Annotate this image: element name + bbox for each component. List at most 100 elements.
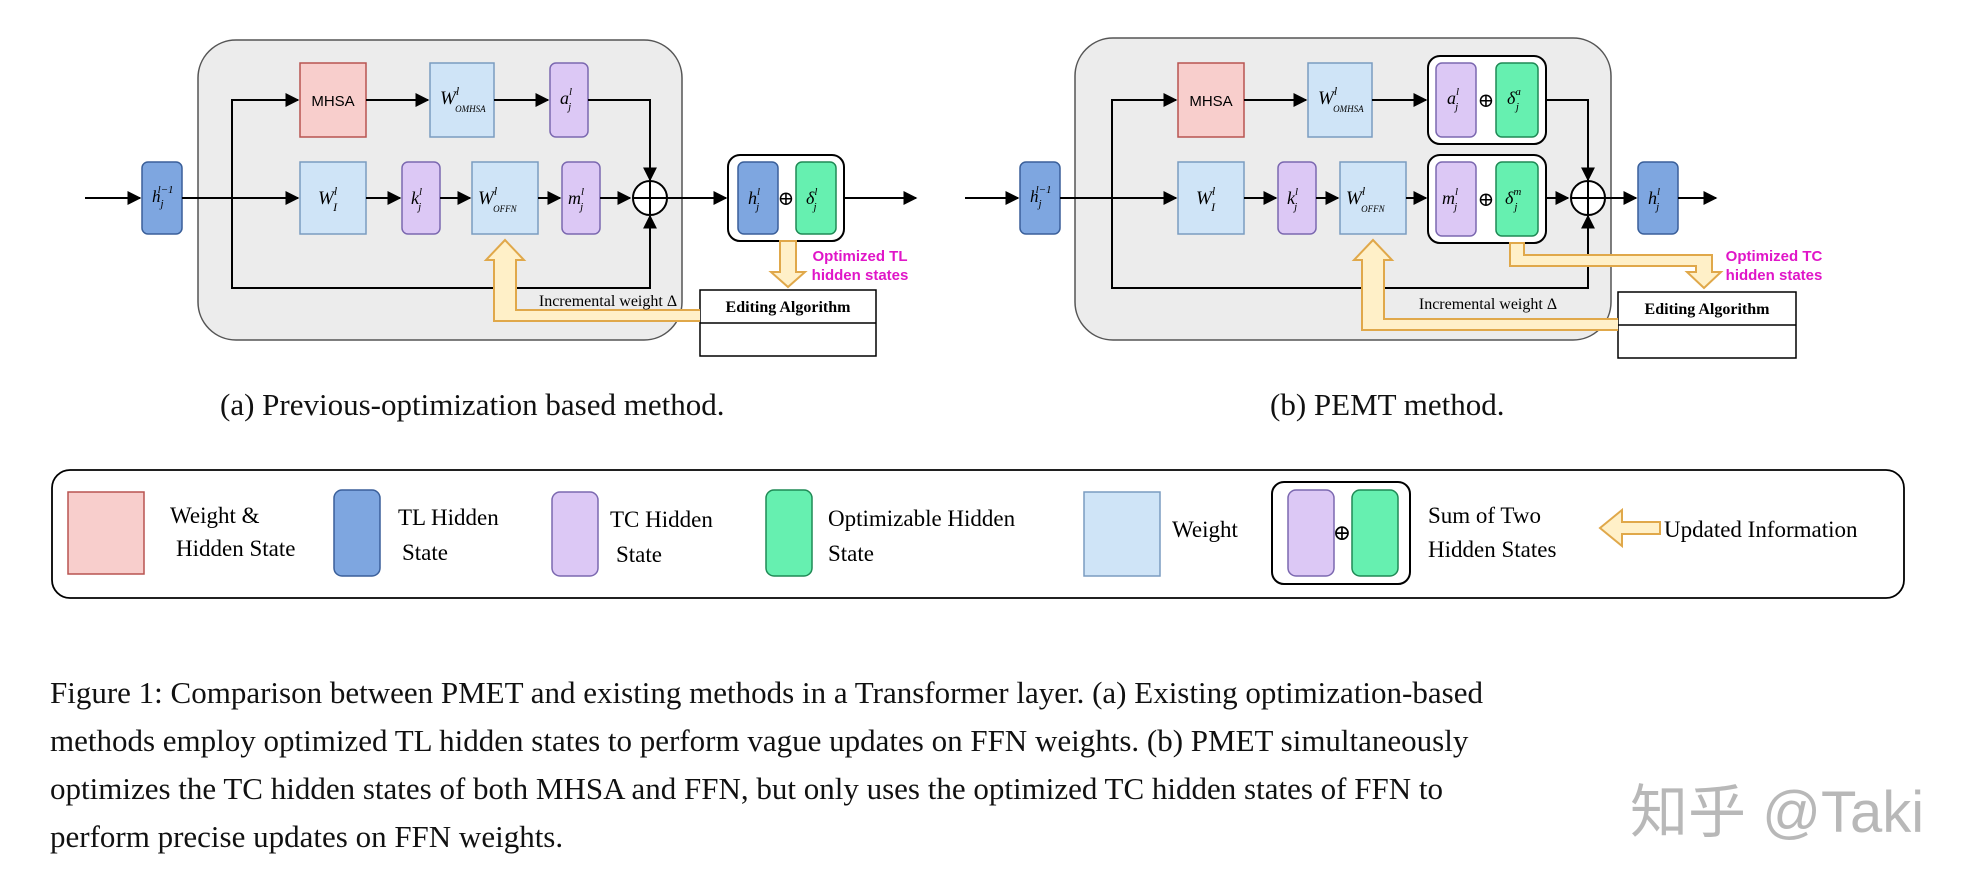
caption-line-2: methods employ optimized TL hidden state… <box>50 723 1469 758</box>
wo-ffn-a-sub: OFFN <box>493 204 517 214</box>
caption-line-4: perform precise updates on FFN weights. <box>50 819 563 854</box>
m-a-sub: j <box>578 201 583 213</box>
incremental-label-b: Incremental weight Δ <box>1419 296 1557 313</box>
output-hidden-state-b <box>1637 161 1679 235</box>
editing-label-a: Editing Algorithm <box>726 299 852 316</box>
optimized-tc-line2: hidden states <box>1726 267 1823 284</box>
delta-a-b-sup: a <box>1515 86 1521 98</box>
legend-swatch-sum-tc <box>1287 489 1335 577</box>
wo-ffn-a-sup: l <box>494 184 498 198</box>
wo-ffn-b-sub: OFFN <box>1361 204 1385 214</box>
wo-mhsa-b-sup: l <box>1334 84 1338 98</box>
hollow-arrow-icon <box>1509 242 1724 290</box>
hollow-arrow-icon <box>768 240 808 289</box>
legend-tc-line2: State <box>616 542 662 567</box>
delta-a-b-main: δ <box>1507 88 1516 108</box>
wo-mhsa-b-sub: OMHSA <box>1333 104 1364 114</box>
legend: Weight & Hidden State TL Hidden State TC… <box>51 469 1905 599</box>
svg-text:alj: alj <box>560 86 572 113</box>
k-b-main: k <box>1287 188 1296 208</box>
k-hidden-state-b <box>1277 161 1317 235</box>
delta-m-b-sub: j <box>1512 201 1517 213</box>
plus-b-bottom: ⊕ <box>1478 189 1495 211</box>
wo-ffn-b-sup: l <box>1362 184 1366 198</box>
m-b-main: m <box>1442 188 1455 208</box>
k-a-sub: j <box>416 201 421 213</box>
svg-text:hlj: hlj <box>1648 186 1660 213</box>
wi-b-main: W <box>1196 188 1214 209</box>
m-b-sub: j <box>1452 201 1457 213</box>
legend-swatch-weight-hidden <box>67 491 145 575</box>
legend-swatch-weight <box>1083 491 1161 577</box>
hollow-arrow-icon <box>1598 507 1661 549</box>
wo-mhsa-a-main: W <box>440 88 458 109</box>
a-b-sub: j <box>1453 101 1458 113</box>
wo-ffn-b-main: W <box>1346 188 1364 209</box>
k-a-sup: l <box>419 186 422 198</box>
delta-m-b-main: δ <box>1505 188 1514 208</box>
wi-a-sup: l <box>334 184 338 198</box>
k-b-sup: l <box>1295 186 1298 198</box>
m-hidden-state-b <box>1435 161 1477 237</box>
svg-text:WlI: WlI <box>1196 184 1216 214</box>
input-a-sub: j <box>159 198 164 210</box>
mhsa-branch-b <box>1111 93 1178 198</box>
editing-label-b: Editing Algorithm <box>1645 301 1771 318</box>
svg-text:hjl−1: hj l−1 <box>152 184 174 210</box>
legend-tc-line1: TC Hidden <box>610 507 713 532</box>
arrow-a3 <box>588 99 657 182</box>
input-b-sub: j <box>1037 198 1042 210</box>
svg-text:hjl−1: hjl−1 <box>1030 184 1052 210</box>
wo-mhsa-a-sup: l <box>456 84 460 98</box>
wo-mhsa-block-b <box>1307 62 1373 138</box>
a-b-main: a <box>1447 88 1456 108</box>
k-a-main: k <box>411 188 420 208</box>
caption-line-1: Figure 1: Comparison between PMET and ex… <box>50 675 1483 710</box>
legend-weight: Weight <box>1172 517 1238 542</box>
a-a-sub: j <box>566 101 571 113</box>
update-arrow-a <box>483 238 700 322</box>
mhsa-block-b <box>1177 62 1245 138</box>
legend-sum-plus: ⊕ <box>1333 520 1351 545</box>
legend-updated: Updated Information <box>1664 517 1858 542</box>
delta-a-state-b <box>1495 62 1539 138</box>
caption-line-3: optimizes the TC hidden states of both M… <box>50 771 1443 806</box>
wi-block-a <box>299 161 367 235</box>
legend-sum-line2: Hidden States <box>1428 537 1556 562</box>
wo-ffn-block-b <box>1339 161 1407 235</box>
svg-text:WlI: WlI <box>318 184 338 214</box>
mhsa-label-b: MHSA <box>1189 93 1232 110</box>
legend-sum-line1: Sum of Two <box>1428 503 1541 528</box>
delta-a-main: δ <box>806 188 815 208</box>
legend-swatch-optimizable <box>765 489 813 577</box>
plus-b-top: ⊕ <box>1478 90 1495 112</box>
out-b-sub: j <box>1654 201 1659 213</box>
legend-opt-line2: State <box>828 541 874 566</box>
legend-tl-line2: State <box>402 540 448 565</box>
input-a-sup: l−1 <box>158 184 174 196</box>
wo-mhsa-b-main: W <box>1318 88 1336 109</box>
input-a-main: h <box>152 187 161 206</box>
residual-line-b <box>1111 198 1595 289</box>
wi-a-main: W <box>318 188 336 209</box>
output-h-a <box>737 161 779 235</box>
wo-ffn-a-main: W <box>478 188 496 209</box>
legend-frame <box>51 469 1905 599</box>
wi-b-sup: l <box>1212 184 1216 198</box>
out-h-a-sup: l <box>757 186 760 198</box>
mhsa-branch-a <box>231 93 300 198</box>
legend-weight-hidden-line1: Weight & <box>170 503 260 528</box>
caption-b: (b) PEMT method. <box>1270 387 1505 422</box>
wo-mhsa-block-a <box>429 62 495 138</box>
delta-a-sub: j <box>811 201 816 213</box>
residual-line-a <box>231 198 657 289</box>
legend-opt-line1: Optimizable Hidden <box>828 506 1016 531</box>
svg-text:δaj: δaj <box>1507 86 1521 113</box>
wi-b-sub: I <box>1210 200 1216 214</box>
input-b-main: h <box>1030 187 1039 206</box>
